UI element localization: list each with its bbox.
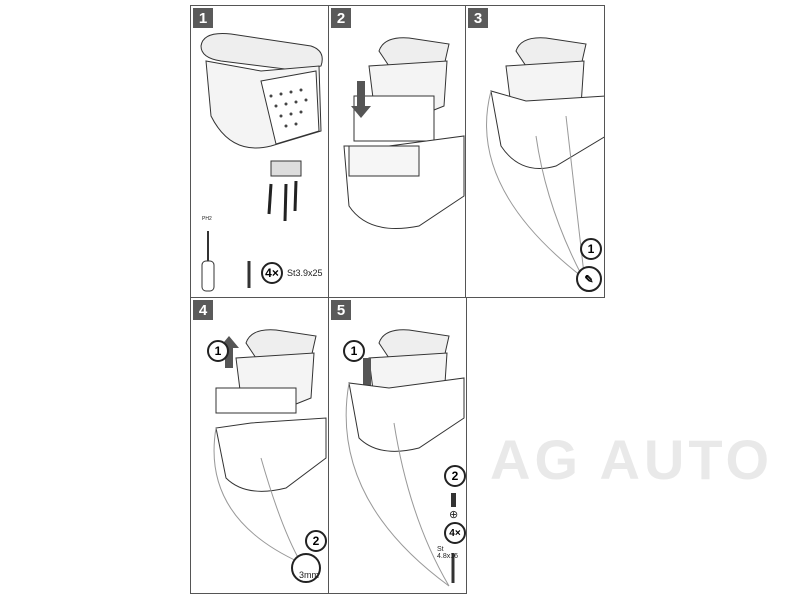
clip-tool-icon: ✎ — [576, 266, 602, 292]
step-number: 3 — [468, 8, 488, 28]
step-2-panel: 2 — [328, 5, 467, 298]
armrest-install-illustration — [343, 37, 465, 229]
sub-step-2-circle: 2 — [305, 530, 327, 552]
step-5-panel: 5 1 2 ⊕ 4× St 4.8x16 — [328, 297, 467, 594]
screw-spec: St 4.8x16 — [437, 546, 459, 560]
watermark: AG AUTO — [490, 428, 774, 491]
step-3-panel: 3 1 ✎ — [465, 5, 605, 298]
sub-step-1-circle: 1 — [207, 340, 229, 362]
quantity-circle: 4× — [261, 262, 283, 284]
armrest-removal-illustration — [486, 37, 604, 277]
phillips-icon: ⊕ — [449, 509, 459, 521]
sub-step-1-circle: 1 — [343, 340, 365, 362]
armrest-fasten-illustration — [345, 329, 465, 587]
sub-step-circle: 1 — [580, 238, 602, 260]
tool-label: PH2 — [202, 216, 212, 222]
armrest-lift-illustration — [213, 329, 327, 564]
step-4-panel: 4 1 2 3mm — [190, 297, 329, 594]
step-number: 1 — [193, 8, 213, 28]
screw-spec: St3.9x25 — [287, 268, 323, 278]
step-number: 2 — [331, 8, 351, 28]
quantity-circle: 4× — [444, 522, 466, 544]
armrest-with-bracket-illustration — [200, 33, 323, 292]
sub-step-2-circle: 2 — [444, 465, 466, 487]
tool-size: 3mm — [299, 570, 319, 580]
hex-key-icon — [291, 553, 321, 583]
step-number: 5 — [331, 300, 351, 320]
step-number: 4 — [193, 300, 213, 320]
step-1-panel: 1 PH2 4× St3.9x25 — [190, 5, 329, 298]
